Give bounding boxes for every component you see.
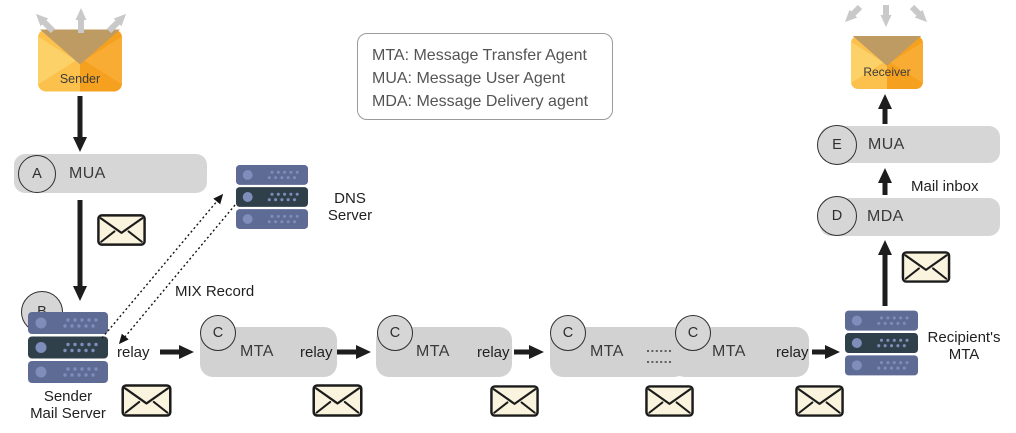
badge-c-4: C	[675, 315, 711, 351]
message-envelope-icon	[795, 385, 844, 417]
receiver-envelope-icon	[851, 36, 923, 89]
badge-d: D	[817, 196, 857, 236]
mda-label: MDA	[867, 208, 904, 225]
sender-label: Sender	[59, 72, 101, 86]
badge-a: A	[18, 155, 56, 193]
legend-line-mta: MTA: Message Transfer Agent	[372, 47, 587, 64]
message-envelope-icon	[312, 384, 363, 417]
sender-mail-server-icon	[28, 312, 108, 383]
recipient-mta-server-icon	[845, 310, 918, 376]
badge-c-2: C	[377, 315, 413, 351]
message-envelope-icon	[490, 385, 539, 417]
message-envelope-icon	[97, 214, 146, 246]
dns-server-icon	[236, 165, 308, 229]
legend-line-mda: MDA: Message Delivery agent	[372, 93, 589, 110]
sender-envelope-icon	[38, 29, 122, 92]
dns-server-label: DNS Server	[327, 190, 373, 224]
mail-inbox-label: Mail inbox	[911, 178, 979, 195]
message-envelope-icon	[645, 385, 694, 417]
legend-line-mua: MUA: Message User Agent	[372, 70, 565, 87]
mix-record-label: MIX Record	[175, 283, 255, 300]
message-envelope-icon	[121, 384, 172, 417]
badge-e: E	[817, 125, 857, 165]
flow-arrows	[73, 94, 892, 359]
relay-label-3: relay	[477, 344, 510, 361]
legend-box: MTA: Message Transfer Agent MUA: Message…	[357, 33, 613, 120]
mua-a-label: MUA	[69, 164, 106, 182]
mta-2-label: MTA	[416, 343, 450, 360]
mta-3-label: MTA	[590, 343, 624, 360]
relay-label-2: relay	[300, 344, 333, 361]
sender-mail-server-label: Sender Mail Server	[30, 388, 106, 422]
badge-c-1: C	[200, 315, 236, 351]
receiver-incoming-arrows	[844, 4, 928, 27]
receiver-label: Receiver	[863, 65, 911, 79]
relay-label-1: relay	[117, 344, 150, 361]
mua-e-label: MUA	[868, 135, 905, 153]
badge-c-3: C	[550, 315, 586, 351]
message-envelope-icon	[901, 251, 951, 283]
recipient-mta-label: Recipient's MTA	[927, 329, 1001, 363]
mta-4-label: MTA	[712, 343, 746, 360]
relay-label-4: relay	[776, 344, 809, 361]
mta-1-label: MTA	[240, 343, 274, 360]
